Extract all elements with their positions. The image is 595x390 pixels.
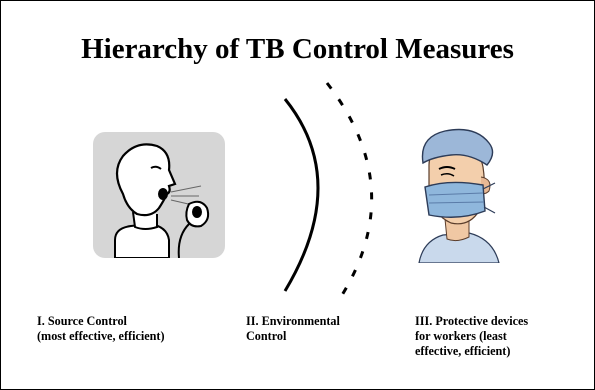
neck-shape: [444, 218, 470, 242]
label-line: I. Source Control: [37, 314, 127, 328]
surgical-cap-shape: [421, 128, 494, 166]
source-control-label: I. Source Control (most effective, effic…: [37, 314, 165, 344]
label-line: effective, efficient): [415, 343, 511, 358]
environmental-control-label: II. Environmental Control: [246, 314, 340, 344]
mouth-shape: [158, 188, 168, 200]
mask-strap: [482, 182, 496, 190]
mask-pleat: [428, 192, 484, 196]
dashed-barrier-arc: [325, 82, 374, 304]
air-barrier-arcs-icon: [283, 82, 374, 304]
eye-shape: [440, 172, 455, 177]
label-line: Control: [246, 328, 287, 343]
label-line: II. Environmental: [246, 314, 340, 328]
mask-pleat: [428, 201, 485, 204]
slide-title: Hierarchy of TB Control Measures: [81, 33, 514, 65]
eye-shape: [150, 165, 162, 170]
label-line: (most effective, efficient): [37, 328, 165, 343]
neck-shape: [132, 211, 158, 230]
protective-devices-label: III. Protective devices for workers (lea…: [415, 314, 528, 359]
label-line: for workers (least: [415, 328, 507, 343]
coughing-person-icon: [93, 132, 225, 258]
eyebrow-shape: [438, 166, 456, 170]
solid-barrier-arc: [283, 98, 320, 292]
cough-line: [170, 185, 202, 193]
label-line: III. Protective devices: [415, 314, 529, 328]
mask-strap: [483, 206, 496, 214]
face-mask-shape: [424, 181, 486, 218]
fist-hole: [192, 206, 202, 218]
masked-health-worker-icon: [418, 128, 500, 263]
